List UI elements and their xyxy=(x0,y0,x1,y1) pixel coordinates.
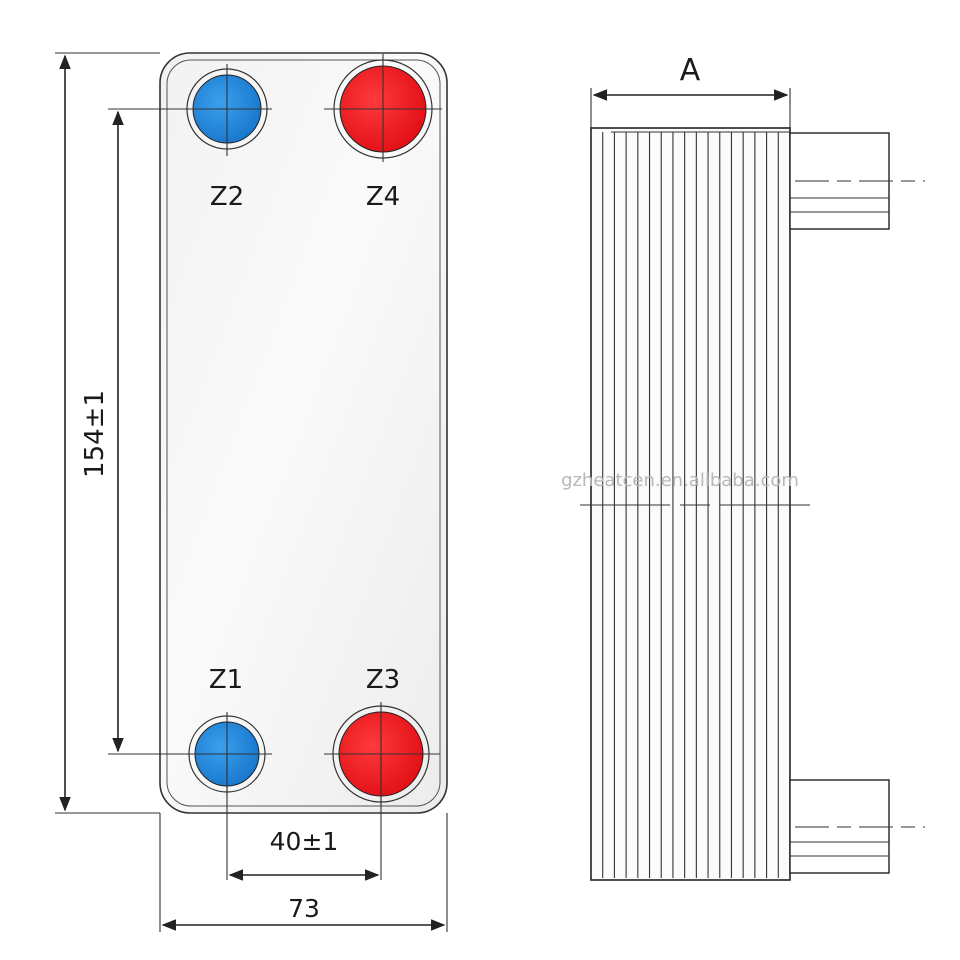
port-label-z1: Z1 xyxy=(209,665,243,695)
plate-outline xyxy=(159,52,448,814)
dimension-port-width: 40±1 xyxy=(226,754,382,881)
connector-bottom xyxy=(789,779,925,874)
dimension-label-port-width: 40±1 xyxy=(270,827,339,856)
port-label-z3: Z3 xyxy=(366,665,400,695)
dimension-overall-height xyxy=(55,52,160,814)
dimension-total-width: 73 xyxy=(159,813,448,932)
front-view: Z2 Z4 Z1 Z3 154±1 40±1 xyxy=(55,52,448,932)
connector-top xyxy=(789,132,925,230)
dimension-label-total-width: 73 xyxy=(288,894,320,923)
dimension-label-a: A xyxy=(680,53,701,88)
side-view: A gzheatcen.en.alibaba.com xyxy=(561,53,925,881)
port-label-z2: Z2 xyxy=(210,182,244,212)
port-label-z4: Z4 xyxy=(366,182,400,212)
dimension-port-height: 154±1 xyxy=(80,108,227,755)
watermark-text: gzheatcen.en.alibaba.com xyxy=(561,470,799,491)
dimension-label-height: 154±1 xyxy=(80,390,110,478)
port-z4 xyxy=(324,54,442,162)
plate-inner-outline xyxy=(166,59,441,807)
plate-stack-outline xyxy=(590,127,791,881)
dimension-thickness: A xyxy=(590,53,791,128)
